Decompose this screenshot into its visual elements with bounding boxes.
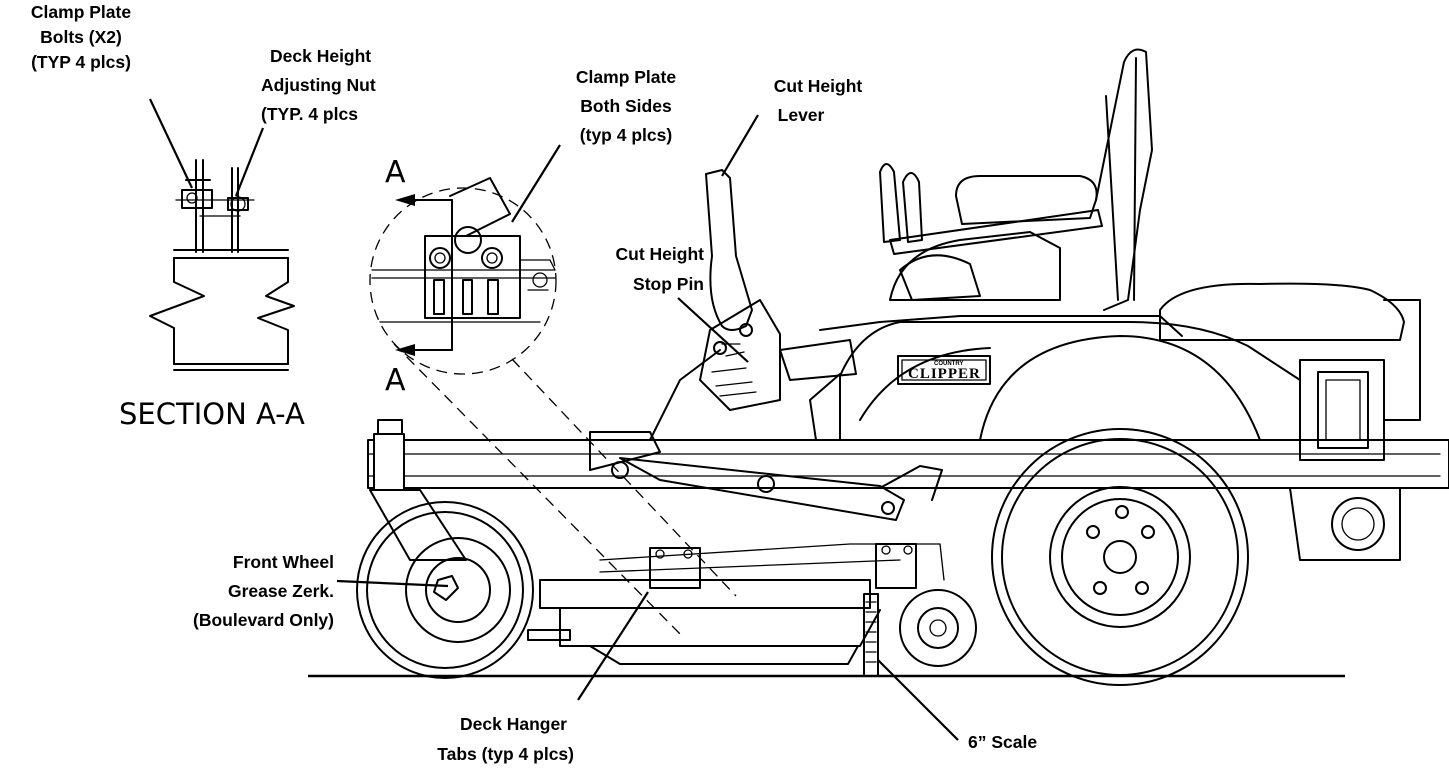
label-front-wheel-zerk-1: Front Wheel [233, 552, 334, 572]
callout-deck-height-nut: Deck Height Adjusting Nut (TYP. 4 plcs [261, 46, 376, 124]
section-marker-top: A [385, 155, 406, 190]
label-cut-height-lever-2: Lever [778, 105, 825, 125]
callout-clamp-plate-sides: Clamp Plate Both Sides (typ 4 plcs) [576, 67, 676, 145]
label-deck-hanger-2: Tabs (typ 4 plcs) [437, 744, 574, 764]
section-a-a-detail [149, 159, 295, 371]
label-stop-pin-1: Cut Height [616, 244, 705, 264]
label-deck-height-nut-2: Adjusting Nut [261, 75, 376, 95]
label-cut-height-lever-1: Cut Height [774, 76, 863, 96]
label-deck-hanger-1: Deck Hanger [460, 714, 567, 734]
mower-drawing [356, 48, 1449, 686]
label-clamp-plate-sides-1: Clamp Plate [576, 67, 676, 87]
brand-logo-small: COUNTRY [934, 361, 963, 367]
section-marker-bottom: A [385, 363, 406, 398]
label-stop-pin-2: Stop Pin [633, 274, 704, 294]
label-front-wheel-zerk-2: Grease Zerk. [228, 581, 334, 601]
label-clamp-plate-bolts-2: Bolts (X2) [40, 27, 122, 47]
callout-clamp-plate-bolts: Clamp Plate Bolts (X2) (TYP 4 plcs) [31, 2, 131, 72]
label-six-inch-scale: 6” Scale [968, 732, 1037, 752]
leader-lines [149, 98, 959, 741]
label-deck-height-nut-3: (TYP. 4 plcs [261, 104, 358, 124]
label-deck-height-nut-1: Deck Height [270, 46, 371, 66]
callout-deck-hanger-tabs: Deck Hanger Tabs (typ 4 plcs) [437, 714, 574, 764]
label-clamp-plate-bolts-1: Clamp Plate [31, 2, 131, 22]
callout-cut-height-lever: Cut Height Lever [774, 76, 863, 125]
brand-logo: CLIPPER [908, 366, 981, 382]
callout-front-wheel-zerk: Front Wheel Grease Zerk. (Boulevard Only… [193, 552, 334, 630]
label-clamp-plate-sides-3: (typ 4 plcs) [580, 125, 672, 145]
label-clamp-plate-bolts-3: (TYP 4 plcs) [31, 52, 131, 72]
callout-cut-height-stop-pin: Cut Height Stop Pin [616, 244, 705, 294]
section-title: SECTION A-A [119, 397, 305, 431]
label-front-wheel-zerk-3: (Boulevard Only) [193, 610, 334, 630]
label-clamp-plate-sides-2: Both Sides [580, 96, 672, 116]
